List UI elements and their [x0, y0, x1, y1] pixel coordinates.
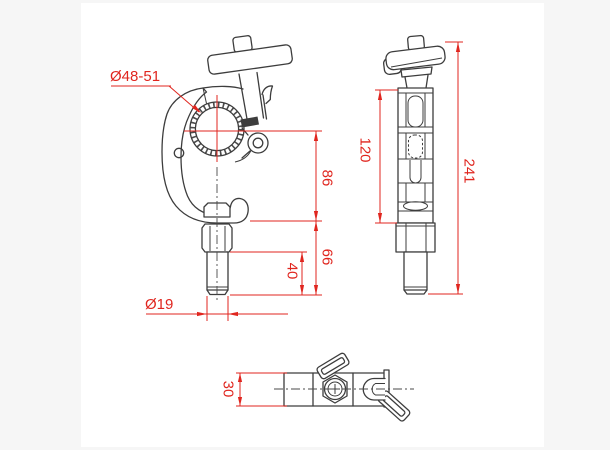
front-view [161, 35, 293, 303]
bottom-view [274, 352, 414, 422]
dim-86-label: 86 [318, 169, 336, 187]
side-view [383, 34, 446, 295]
dim-120-label: 120 [356, 137, 374, 163]
dim-40-label: 40 [283, 262, 301, 280]
bore-diameter-label: Ø48-51 [110, 68, 161, 85]
dim-241-label: 241 [460, 158, 478, 184]
dimension-annotations [111, 41, 463, 407]
dim-66-label: 66 [318, 248, 336, 266]
spigot-diameter-label: Ø19 [145, 296, 174, 313]
dim-30-label: 30 [219, 380, 237, 398]
